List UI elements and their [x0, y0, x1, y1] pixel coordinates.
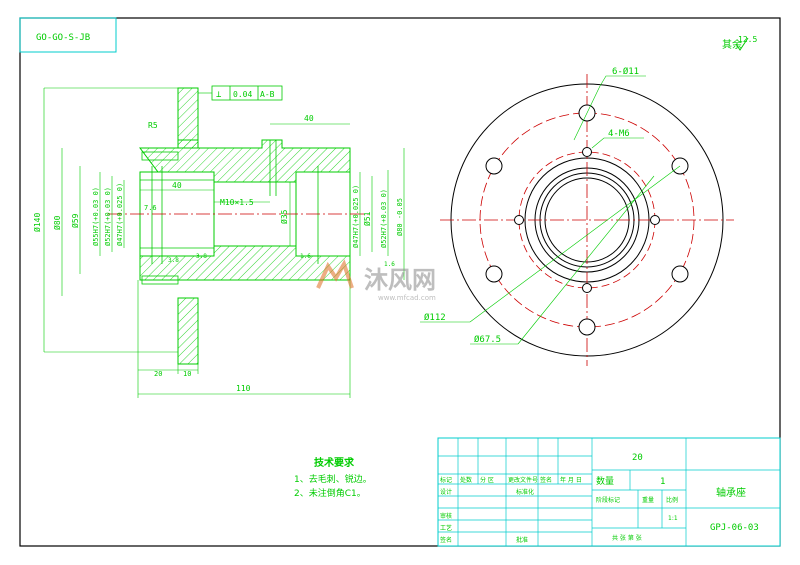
tech-req-item: 2、未注倒角C1。: [294, 487, 366, 499]
watermark-url: www.mfcad.com: [378, 294, 436, 302]
roughness-symbol-icon: [735, 37, 749, 51]
tb-sign-row: 签名: [440, 536, 452, 544]
dim-1-6: 1.6: [300, 253, 311, 260]
dim-d80b: Ø80 -0.05: [396, 198, 404, 236]
drawing-number-text: GO-GO-S-JB: [36, 33, 90, 43]
right-end-view: 6-Ø11 4-M6 Ø112 Ø67.5: [420, 66, 734, 366]
flange-bottom: [177, 297, 199, 365]
dim-3-8a: 3.8: [168, 257, 179, 264]
tech-req-item: 1、去毛刺、锐边。: [294, 473, 372, 485]
dim-d59: Ø59: [70, 213, 80, 228]
holes-label: 6-Ø11: [612, 66, 639, 77]
watermark: 沐风网 www.mfcad.com: [316, 259, 436, 302]
dim-d67-5: Ø67.5: [474, 334, 501, 345]
tb-standard: 标准化: [516, 488, 534, 496]
tb-design: 设计: [440, 488, 452, 496]
watermark-logo-icon: [316, 259, 354, 289]
flange-top: [177, 87, 199, 149]
dim-d47b: Ø47H7(+0.025 0): [352, 185, 360, 248]
dim-r5: R5: [148, 121, 158, 130]
thread-hole-icon: [650, 215, 660, 225]
title-block: 标记 处数 分 区 更改文件号 签名 年 月 日 设计 标准化 审核 工艺 签名…: [437, 437, 781, 547]
flange-hole-bottom: [141, 275, 179, 285]
roughness-value: 12.5: [738, 35, 757, 44]
tb-zone: 分 区: [480, 476, 494, 484]
flange-hole-top: [141, 151, 179, 161]
dim-d47: Ø47H7(+0.025 0): [116, 183, 124, 246]
bolt-hole-icon: [671, 265, 689, 283]
thread-hole-icon: [582, 283, 592, 293]
bolt-hole-icon: [485, 265, 503, 283]
dim-10: 10: [183, 370, 191, 378]
dim-d51: Ø51: [362, 211, 372, 226]
dim-thread: M10×1.5: [220, 198, 254, 207]
tb-check: 审核: [440, 512, 452, 520]
dim-3-8b: 3.8: [196, 253, 207, 260]
dim-d55: Ø55H7(+0.03 0): [92, 187, 100, 246]
body-upper-section: [139, 139, 351, 183]
tb-part-name: 轴承座: [716, 486, 746, 499]
tb-scale-value: 1:1: [668, 515, 678, 522]
drawing-border: [19, 17, 781, 547]
tb-date: 年 月 日: [560, 476, 582, 484]
tb-sheet-marks: 共 张 第 张: [612, 534, 642, 542]
tech-req-title: 技术要求: [314, 456, 355, 469]
tb-material: 20: [632, 453, 643, 463]
tb-change-doc: 更改文件号: [508, 476, 538, 484]
dim-1-6b: 1.6: [384, 261, 395, 268]
dim-d140: Ø140: [32, 213, 42, 232]
tb-scale-label: 比例: [666, 496, 678, 504]
thread-hole-icon: [582, 147, 592, 157]
dim-d52b: Ø52H7(+0.03 0): [380, 189, 388, 248]
thread-hole-icon: [514, 215, 524, 225]
tb-quantity-value: 1: [660, 477, 665, 487]
tb-drawing-no: GPJ-06-03: [710, 523, 759, 533]
bolt-hole-icon: [578, 318, 596, 336]
tb-sign: 签名: [540, 476, 552, 484]
tb-count: 处数: [460, 476, 472, 484]
dim-40-top: 40: [304, 114, 314, 123]
dim-40-mid: 40: [172, 181, 182, 190]
tb-quantity-label: 数量: [596, 475, 614, 487]
drawing-number-frame: [19, 17, 117, 53]
technical-requirements: 技术要求 1、去毛刺、锐边。 2、未注倒角C1。: [294, 456, 372, 499]
tb-mark: 标记: [440, 476, 452, 484]
dim-d52: Ø52H7(+0.03 0): [104, 187, 112, 246]
dim-d80: Ø80: [52, 215, 62, 230]
dim-7-6: 7.6: [144, 204, 157, 212]
roughness-note: 其余: [722, 38, 742, 51]
tb-process: 工艺: [440, 524, 452, 532]
watermark-brand: 沐风网: [364, 266, 436, 294]
dim-110: 110: [236, 384, 251, 393]
dim-20: 20: [154, 370, 162, 378]
tolerance-value: 0.04: [233, 90, 252, 99]
tb-weight: 重量: [642, 496, 654, 504]
tolerance-symbol: ⊥: [216, 90, 222, 100]
bolt-hole-icon: [485, 157, 503, 175]
threads-label: 4-M6: [608, 129, 630, 139]
left-section-view: ⊥ 0.04 A-B Ø140 Ø80 Ø59 Ø55H7(+0.03 0) Ø…: [32, 85, 405, 398]
tb-approve: 批准: [516, 536, 528, 544]
dim-d35: Ø35: [279, 209, 289, 224]
tb-stage: 阶段标记: [596, 496, 620, 504]
tolerance-datum: A-B: [260, 90, 275, 99]
dim-d112: Ø112: [424, 312, 446, 323]
